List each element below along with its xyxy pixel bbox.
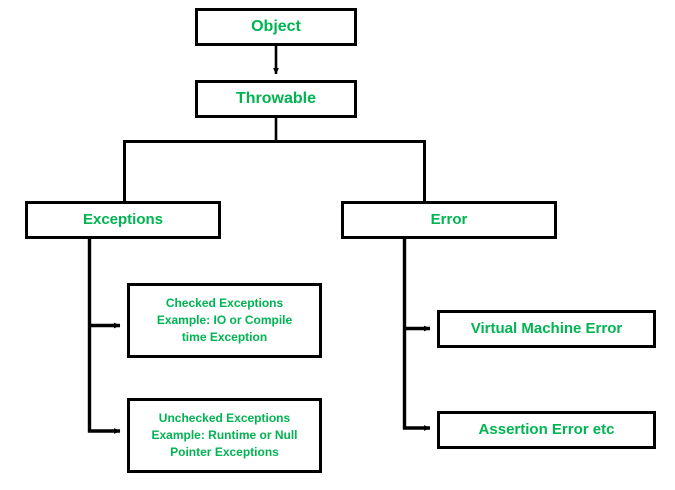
node-checked-exceptions-line-3: time Exception bbox=[181, 330, 268, 345]
node-unchecked-exceptions-line-3: Pointer Exceptions bbox=[170, 445, 279, 460]
node-unchecked-exceptions-line-1: Unchecked Exceptions bbox=[158, 410, 291, 425]
node-checked-exceptions-line-1: Checked Exceptions bbox=[165, 295, 284, 310]
node-checked-exceptions-line-2: Example: IO or Compile bbox=[156, 312, 293, 327]
node-unchecked-exceptions-line-2: Example: Runtime or Null bbox=[151, 427, 298, 442]
node-checked-exceptions[interactable]: Checked Exceptions Example: IO or Compil… bbox=[127, 283, 322, 358]
node-exceptions-label: Exceptions bbox=[82, 211, 164, 229]
edge-exceptions-to-children bbox=[87, 239, 121, 434]
node-virtual-machine-error[interactable]: Virtual Machine Error bbox=[437, 310, 656, 348]
edge-throwable-to-children bbox=[123, 118, 426, 201]
node-assertion-error[interactable]: Assertion Error etc bbox=[437, 411, 656, 449]
node-assertion-error-label: Assertion Error etc bbox=[478, 421, 615, 439]
node-virtual-machine-error-label: Virtual Machine Error bbox=[470, 320, 623, 338]
node-error[interactable]: Error bbox=[341, 201, 557, 239]
node-throwable-label: Throwable bbox=[235, 89, 316, 107]
node-unchecked-exceptions[interactable]: Unchecked Exceptions Example: Runtime or… bbox=[127, 398, 322, 473]
node-object-label: Object bbox=[251, 17, 301, 35]
node-object[interactable]: Object bbox=[195, 8, 357, 46]
node-error-label: Error bbox=[430, 211, 468, 229]
node-throwable[interactable]: Throwable bbox=[195, 80, 357, 118]
edge-error-to-children bbox=[402, 239, 431, 431]
node-exceptions[interactable]: Exceptions bbox=[25, 201, 221, 239]
